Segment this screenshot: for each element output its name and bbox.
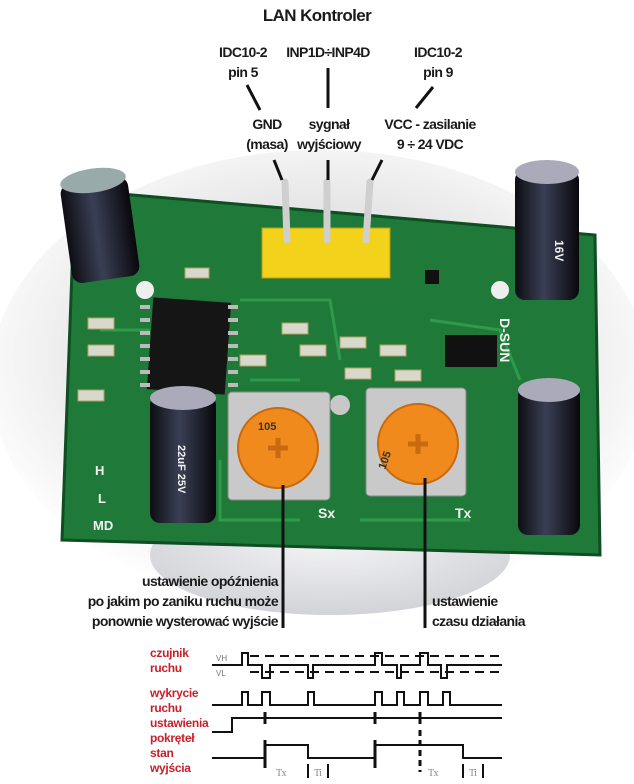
capacitor — [60, 167, 140, 283]
label: po jakim po zaniku ruchu może — [87, 593, 279, 609]
ti-label: Ti — [314, 768, 322, 779]
pcb-traces — [100, 298, 522, 522]
knob-wave — [212, 717, 502, 733]
label: ustawienie opóźnienia — [142, 573, 279, 589]
capacitor-rating: 16V — [552, 240, 566, 261]
label: GND — [252, 116, 282, 132]
label: wykrycie — [150, 686, 199, 700]
capacitor — [518, 378, 580, 535]
output-wave — [212, 744, 502, 759]
tx-label: Tx — [276, 768, 287, 779]
vh-label: VH — [216, 654, 227, 663]
label: 9 ÷ 24 VDC — [396, 136, 464, 152]
pin-signal: sygnał wyjściowy — [297, 114, 361, 154]
title: LAN Kontroler — [262, 6, 372, 25]
pin-vcc: VCC - zasilanie 9 ÷ 24 VDC — [384, 114, 476, 154]
smd-components — [77, 267, 422, 402]
ic-pins — [140, 305, 238, 387]
label: ustawienie — [432, 593, 498, 609]
transistor — [425, 270, 439, 284]
sensor-wave — [212, 652, 502, 679]
header-pins — [281, 178, 374, 244]
regulator-chip — [445, 335, 497, 367]
label: pokręteł — [150, 731, 195, 745]
label: VCC - zasilanie — [384, 116, 476, 132]
pot-code: 105 — [258, 421, 276, 433]
pin-top-signal: INP1D÷INP4D — [286, 42, 370, 62]
label: stan — [150, 746, 174, 760]
annotation-delay: ustawienie opóźnienia po jakim po zaniku… — [87, 571, 279, 631]
silk-l: L — [98, 491, 106, 506]
label: (masa) — [246, 136, 288, 152]
tx-label: Tx — [428, 768, 439, 779]
mount-hole — [330, 395, 350, 415]
label: pin 9 — [423, 64, 453, 80]
vl-label: VL — [216, 669, 226, 678]
potentiometer-tx[interactable]: 105 — [365, 387, 467, 497]
pot-code: 105 — [377, 450, 395, 471]
pin-top-vcc: IDC10-2 pin 9 — [414, 42, 463, 82]
silk-sx: Sx — [318, 505, 335, 521]
label: ponownie wysterować wyjście — [91, 613, 279, 629]
silk-brand: D-SUN — [497, 318, 513, 362]
label: ustawienia — [150, 716, 209, 730]
label: pin 5 — [228, 64, 258, 80]
label: IDC10-2 — [414, 44, 463, 60]
label: ruchu — [150, 701, 182, 715]
pin-top-gnd: IDC10-2 pin 5 — [219, 42, 268, 82]
potentiometer-sx[interactable]: 105 — [227, 391, 331, 501]
detect-wave — [212, 691, 502, 706]
silk-h: H — [95, 463, 104, 478]
timing-diagram — [212, 652, 502, 778]
mount-hole — [491, 281, 509, 299]
silk-md: MD — [93, 518, 113, 533]
label: czasu działania — [432, 613, 526, 629]
capacitor: 16V — [515, 160, 579, 300]
ic-chip — [146, 297, 232, 395]
label: wyjścia — [150, 761, 191, 775]
label: ruchu — [150, 661, 182, 675]
annotation-time: ustawienie czasu działania — [432, 591, 526, 631]
label: wyjściowy — [297, 136, 361, 152]
silk-tx: Tx — [455, 505, 472, 521]
label: czujnik — [150, 646, 189, 660]
ti-label: Ti — [469, 768, 477, 779]
capacitor: 22uF 25V — [150, 386, 216, 523]
mount-hole — [136, 281, 154, 299]
leader-lines — [245, 68, 435, 628]
label: sygnał — [308, 116, 350, 132]
label: IDC10-2 — [219, 44, 268, 60]
capacitor-rating: 22uF 25V — [175, 445, 187, 494]
pin-gnd: GND (masa) — [246, 114, 288, 154]
label: INP1D÷INP4D — [286, 44, 370, 60]
